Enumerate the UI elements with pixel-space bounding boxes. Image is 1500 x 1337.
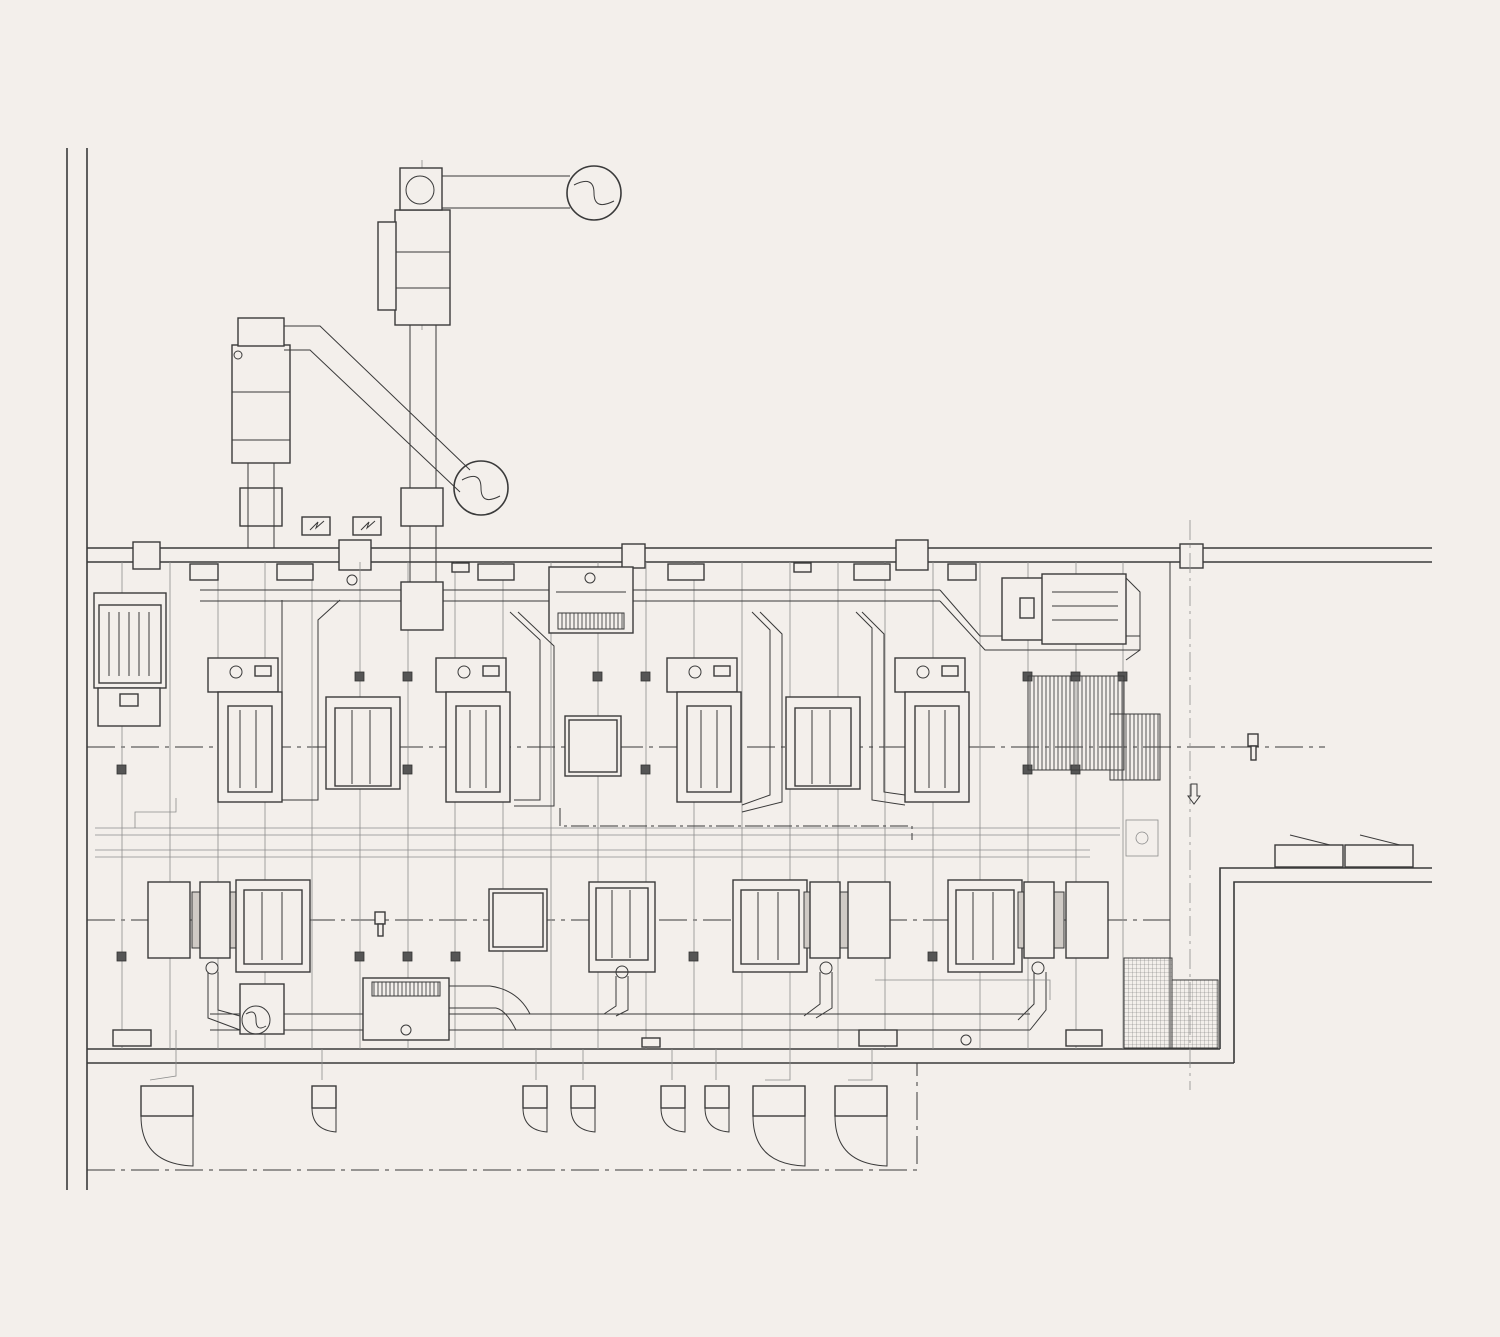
exhaust-riser-center	[377, 165, 622, 631]
grid-lines	[121, 562, 1124, 1049]
upper-unit-4	[666, 611, 783, 813]
columns	[132, 539, 1204, 571]
air-handler-left	[93, 592, 167, 727]
wall-panels	[189, 562, 977, 581]
cooling-coils	[1027, 675, 1161, 781]
lower-unit-2	[362, 977, 531, 1041]
upper-unit-6	[855, 611, 970, 806]
lower-unit-5	[947, 879, 1109, 1031]
grating	[1123, 957, 1219, 1049]
valve-icon	[346, 574, 1259, 1046]
lower-unit-3	[588, 881, 656, 1017]
lower-unit-4	[732, 879, 891, 1019]
lower-unit-1	[147, 879, 311, 1031]
outdoor-cabinets	[1274, 834, 1414, 868]
electrical-panel-icon	[301, 516, 382, 536]
upper-unit-2	[325, 696, 401, 790]
upper-unit-3	[435, 611, 555, 807]
air-handler-right	[1001, 573, 1141, 661]
exhaust-riser-left	[231, 317, 509, 548]
exterior-units	[140, 1085, 888, 1167]
floor-panels	[112, 1029, 1103, 1048]
upper-unit-5	[785, 696, 861, 790]
arrow-down-icon	[1187, 783, 1201, 805]
building-walls	[66, 148, 1432, 1190]
center-top-unit	[548, 566, 634, 777]
lower-square	[488, 888, 548, 952]
small-device	[1125, 819, 1159, 857]
upper-unit-1	[207, 599, 341, 803]
fan-icon	[239, 983, 285, 1035]
piping	[134, 798, 1051, 1081]
